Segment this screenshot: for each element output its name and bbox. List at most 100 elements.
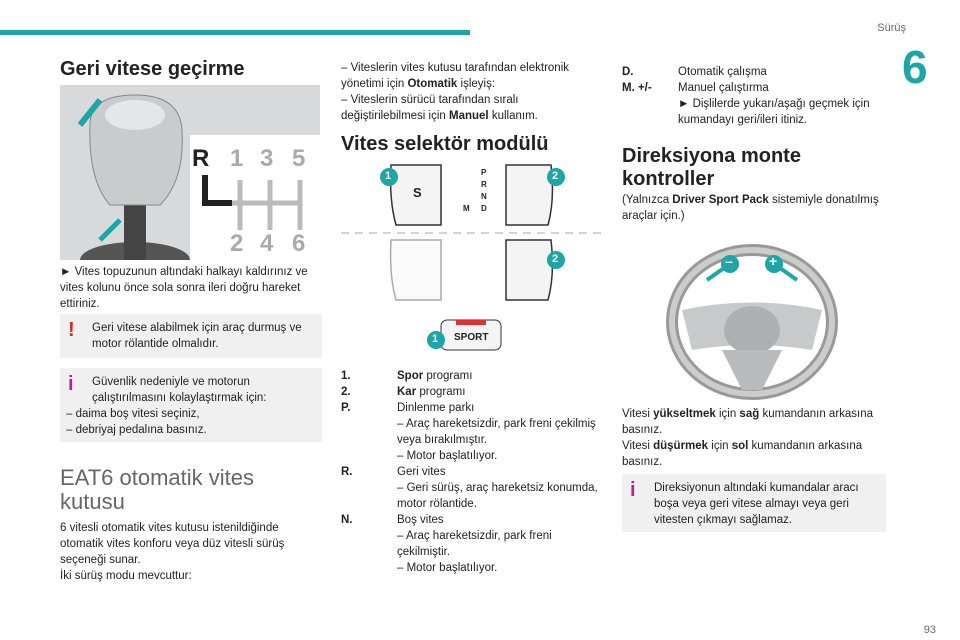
legend-text: – Geri sürüş, araç hareketsiz konumda, m… bbox=[397, 482, 598, 510]
legend-row: R. Geri vites bbox=[341, 464, 603, 480]
legend-text: Kar programı bbox=[397, 384, 465, 400]
mode-manual-pre: – Viteslerin sürücü tarafından sıralı de… bbox=[341, 94, 519, 122]
legend-row: 1.Spor programı bbox=[341, 368, 603, 384]
upshift-post: kumandanın arkasına basınız. bbox=[622, 408, 874, 436]
gear-label-2: 2 bbox=[230, 230, 244, 257]
steering-controls-title: Direksiyona monte kontroller bbox=[622, 145, 801, 190]
gear-label-5: 5 bbox=[292, 145, 306, 172]
legend-text: – Motor başlatılıyor. bbox=[397, 450, 498, 462]
legend-row: P. Dinlenme parkı bbox=[341, 400, 603, 416]
section-label: Sürüş bbox=[877, 22, 906, 34]
legend-text: Boş vites bbox=[397, 514, 444, 526]
note-post: sistemiyle donatılmış araçlar için.) bbox=[622, 194, 879, 222]
legend-key bbox=[341, 560, 397, 576]
upshift-mid: için bbox=[715, 408, 740, 420]
info-item-1: – daima boş vitesi seçiniz, bbox=[66, 408, 200, 420]
legend-key: N. bbox=[341, 514, 353, 526]
mode-automatic-post: işleyiş: bbox=[457, 78, 496, 90]
sport-button-label: S bbox=[413, 185, 422, 200]
steering-info-text: Direksiyonun altındaki kumandalar aracı … bbox=[654, 482, 859, 526]
legend-key bbox=[622, 96, 678, 128]
warning-box: ! Geri vitese alabilmek için araç durmuş… bbox=[60, 314, 322, 358]
legend-key: M. +/- bbox=[622, 82, 652, 94]
gear-p: P bbox=[481, 168, 487, 177]
mode-manual-bold: Manuel bbox=[449, 110, 489, 122]
note-bold: Driver Sport Pack bbox=[672, 194, 769, 206]
legend-bold: Kar bbox=[397, 386, 417, 398]
page-number: 93 bbox=[923, 624, 936, 636]
upshift-bold-1: yükseltmek bbox=[653, 408, 716, 420]
reverse-gear-title: Geri vitese geçirme bbox=[60, 58, 245, 80]
callout-1: 1 bbox=[385, 170, 392, 182]
legend-key: 2. bbox=[341, 386, 351, 398]
legend-row: N. Boş vites bbox=[341, 512, 603, 528]
legend-text: – Motor başlatılıyor. bbox=[397, 562, 498, 574]
legend-rest: programı bbox=[416, 386, 466, 398]
legend-row: – Araç hareketsizdir, park freni çekilmi… bbox=[341, 416, 603, 448]
legend-key: P. bbox=[341, 402, 351, 414]
eat6-modes-intro: İki sürüş modu mevcuttur: bbox=[60, 570, 192, 582]
info-icon: i bbox=[630, 479, 636, 501]
downshift-bold-2: sol bbox=[731, 440, 749, 452]
legend-text: Dinlenme parkı bbox=[397, 402, 475, 414]
gear-label-4: 4 bbox=[260, 230, 274, 257]
steering-wheel-illustration: – + bbox=[662, 240, 842, 400]
upshift-text: Vitesi yükseltmek için sağ kumandanın ar… bbox=[622, 406, 886, 438]
eat6-paragraph: 6 vitesli otomatik vites kutusu istenild… bbox=[60, 522, 285, 566]
downshift-pre: Vitesi bbox=[622, 440, 654, 452]
info-item-2: – debriyaj pedalına basınız. bbox=[66, 424, 207, 436]
note-pre: (Yalnızca bbox=[622, 194, 673, 206]
info-intro: Güvenlik nedeniyle ve motorun çalıştırıl… bbox=[92, 376, 267, 404]
gear-m: M bbox=[463, 204, 470, 213]
gear-r: R bbox=[481, 180, 487, 189]
downshift-text: Vitesi düşürmek için sol kumandanın arka… bbox=[622, 438, 886, 470]
legend-key bbox=[341, 448, 397, 464]
header-accent-bar bbox=[0, 30, 470, 35]
legend-key bbox=[341, 416, 397, 448]
legend-text: Spor programı bbox=[397, 368, 472, 384]
legend-key: D. bbox=[622, 66, 634, 78]
legend-row: – Geri sürüş, araç hareketsiz konumda, m… bbox=[341, 480, 603, 512]
callout-1b: 1 bbox=[432, 333, 439, 345]
gear-selector-diagram: 1 2 2 1 S SPORT P R N D M bbox=[341, 160, 603, 360]
warning-icon: ! bbox=[68, 319, 75, 341]
eat6-title: EAT6 otomatik vites kutusu bbox=[60, 465, 254, 514]
wheel-plus-label: + bbox=[769, 253, 778, 269]
mode-legend: D.Otomatik çalışma M. +/- Manuel çalıştır… bbox=[622, 64, 886, 128]
mode-automatic-bold: Otomatik bbox=[407, 78, 458, 90]
mode-automatic: – Viteslerin vites kutusu tarafından ele… bbox=[341, 60, 603, 92]
legend-row: D.Otomatik çalışma bbox=[622, 64, 886, 80]
gear-d: D bbox=[481, 204, 487, 213]
mode-manual: – Viteslerin sürücü tarafından sıralı de… bbox=[341, 92, 603, 124]
steering-info-box: i Direksiyonun altındaki kumandalar arac… bbox=[622, 474, 886, 532]
legend-row: – Motor başlatılıyor. bbox=[341, 560, 603, 576]
info-box: i Güvenlik nedeniyle ve motorun çalıştır… bbox=[60, 368, 322, 442]
legend-text: – Araç hareketsizdir, park freni çekilmi… bbox=[397, 418, 596, 446]
callout-2: 2 bbox=[552, 170, 559, 182]
legend-text: Geri vites bbox=[397, 466, 446, 478]
downshift-mid: için bbox=[708, 440, 732, 452]
downshift-post: kumandanın arkasına basınız. bbox=[622, 440, 863, 468]
downshift-bold-1: düşürmek bbox=[653, 440, 709, 452]
gear-label-3: 3 bbox=[260, 145, 274, 172]
legend-key: R. bbox=[341, 466, 353, 478]
legend-bold: Spor bbox=[397, 370, 424, 382]
mode-manual-post: kullanım. bbox=[488, 110, 538, 122]
driver-sport-note: (Yalnızca Driver Sport Pack sistemiyle d… bbox=[622, 192, 886, 224]
gear-label-6: 6 bbox=[292, 230, 306, 257]
reverse-step: ► Vites topuzunun altındaki halkayı kald… bbox=[60, 266, 308, 310]
legend-text: ► Dişlilerde yukarı/aşağı geçmek için ku… bbox=[678, 98, 870, 126]
callout-2b: 2 bbox=[552, 253, 559, 265]
info-icon: i bbox=[68, 373, 74, 395]
legend-text: Manuel çalıştırma bbox=[678, 82, 769, 94]
gear-n: N bbox=[481, 192, 487, 201]
warning-text: Geri vitese alabilmek için araç durmuş v… bbox=[92, 322, 302, 350]
upshift-pre: Vitesi bbox=[622, 408, 654, 420]
gear-label-1: 1 bbox=[230, 145, 244, 172]
legend-row: – Araç hareketsizdir, park freni çekilmi… bbox=[341, 528, 603, 560]
gear-label-r: R bbox=[192, 145, 210, 172]
legend-row: ► Dişlilerde yukarı/aşağı geçmek için ku… bbox=[622, 96, 886, 128]
sport-key-label: SPORT bbox=[454, 332, 489, 343]
legend-key bbox=[341, 528, 397, 560]
chapter-number: 6 bbox=[902, 41, 928, 93]
